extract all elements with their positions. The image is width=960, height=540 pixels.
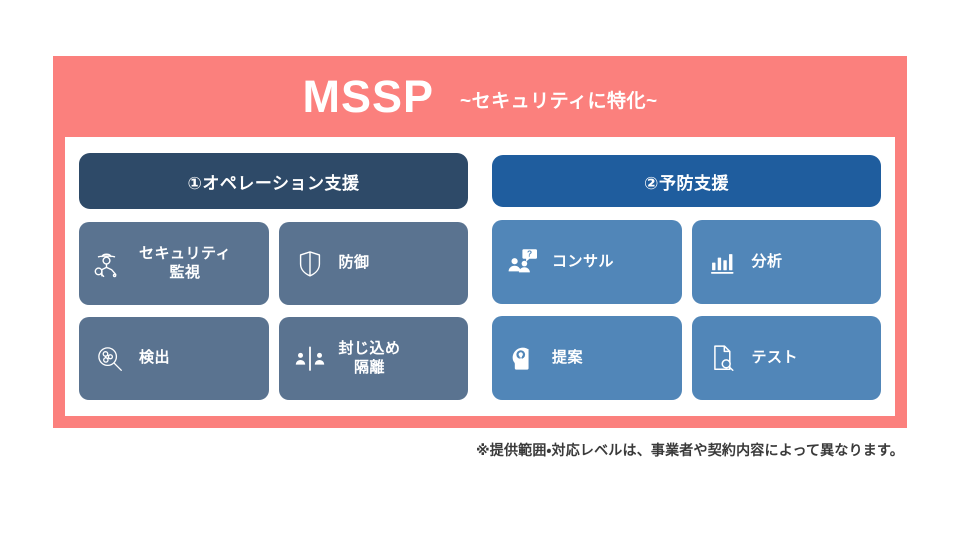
isolation-icon xyxy=(293,342,327,376)
card-containment-isolation[interactable]: 封じ込め隔離 xyxy=(278,317,468,400)
footnote: ※提供範囲・対応レベルは、事業者や契約内容によって異なります。 xyxy=(475,442,904,458)
content-panel: ①オペレーション支援 xyxy=(65,137,895,416)
card-label-defense: 防御 xyxy=(338,254,370,272)
title-row: MSSP ~セキュリティに特化~ xyxy=(53,56,907,137)
page-title: MSSP xyxy=(302,71,434,122)
card-label-detection: 検出 xyxy=(139,349,171,367)
consulting-people-icon: ? xyxy=(506,245,540,279)
card-label-containment-isolation: 封じ込め隔離 xyxy=(338,339,401,376)
column-header-prevention-label: ②予防支援 xyxy=(644,173,729,193)
card-label-consulting: コンサル xyxy=(552,252,615,270)
document-search-icon xyxy=(706,341,740,375)
svg-text:?: ? xyxy=(527,249,532,259)
column-header-operation[interactable]: ①オペレーション支援 xyxy=(79,153,468,209)
operation-card-grid: セキュリティ監視 防御 xyxy=(79,222,468,400)
head-lightbulb-icon xyxy=(506,341,540,375)
card-test[interactable]: テスト xyxy=(691,316,881,400)
mssp-frame: MSSP ~セキュリティに特化~ ①オペレーション支援 xyxy=(53,56,907,428)
columns-container: ①オペレーション支援 xyxy=(65,137,895,416)
card-label-proposal: 提案 xyxy=(552,348,584,366)
page-subtitle: ~セキュリティに特化~ xyxy=(459,91,658,112)
card-label-analysis: 分析 xyxy=(751,252,783,270)
column-header-prevention[interactable]: ②予防支援 xyxy=(492,155,881,207)
card-analysis[interactable]: 分析 xyxy=(691,220,881,304)
card-label-security-monitoring: セキュリティ監視 xyxy=(139,244,232,281)
card-security-monitoring[interactable]: セキュリティ監視 xyxy=(79,222,269,305)
card-label-test: テスト xyxy=(751,348,799,366)
card-detection[interactable]: 検出 xyxy=(79,317,269,400)
column-operation: ①オペレーション支援 xyxy=(79,153,468,400)
bar-chart-icon xyxy=(706,245,740,279)
detective-icon xyxy=(93,247,127,281)
card-proposal[interactable]: 提案 xyxy=(492,316,682,400)
magnifier-virus-icon xyxy=(93,342,127,376)
column-header-operation-label: ①オペレーション支援 xyxy=(187,173,360,193)
card-consulting[interactable]: ? コンサル xyxy=(492,220,682,304)
column-prevention: ②予防支援 ? xyxy=(492,153,881,400)
shield-icon xyxy=(293,247,327,281)
card-defense[interactable]: 防御 xyxy=(278,222,468,305)
prevention-card-grid: ? コンサル xyxy=(492,220,881,400)
